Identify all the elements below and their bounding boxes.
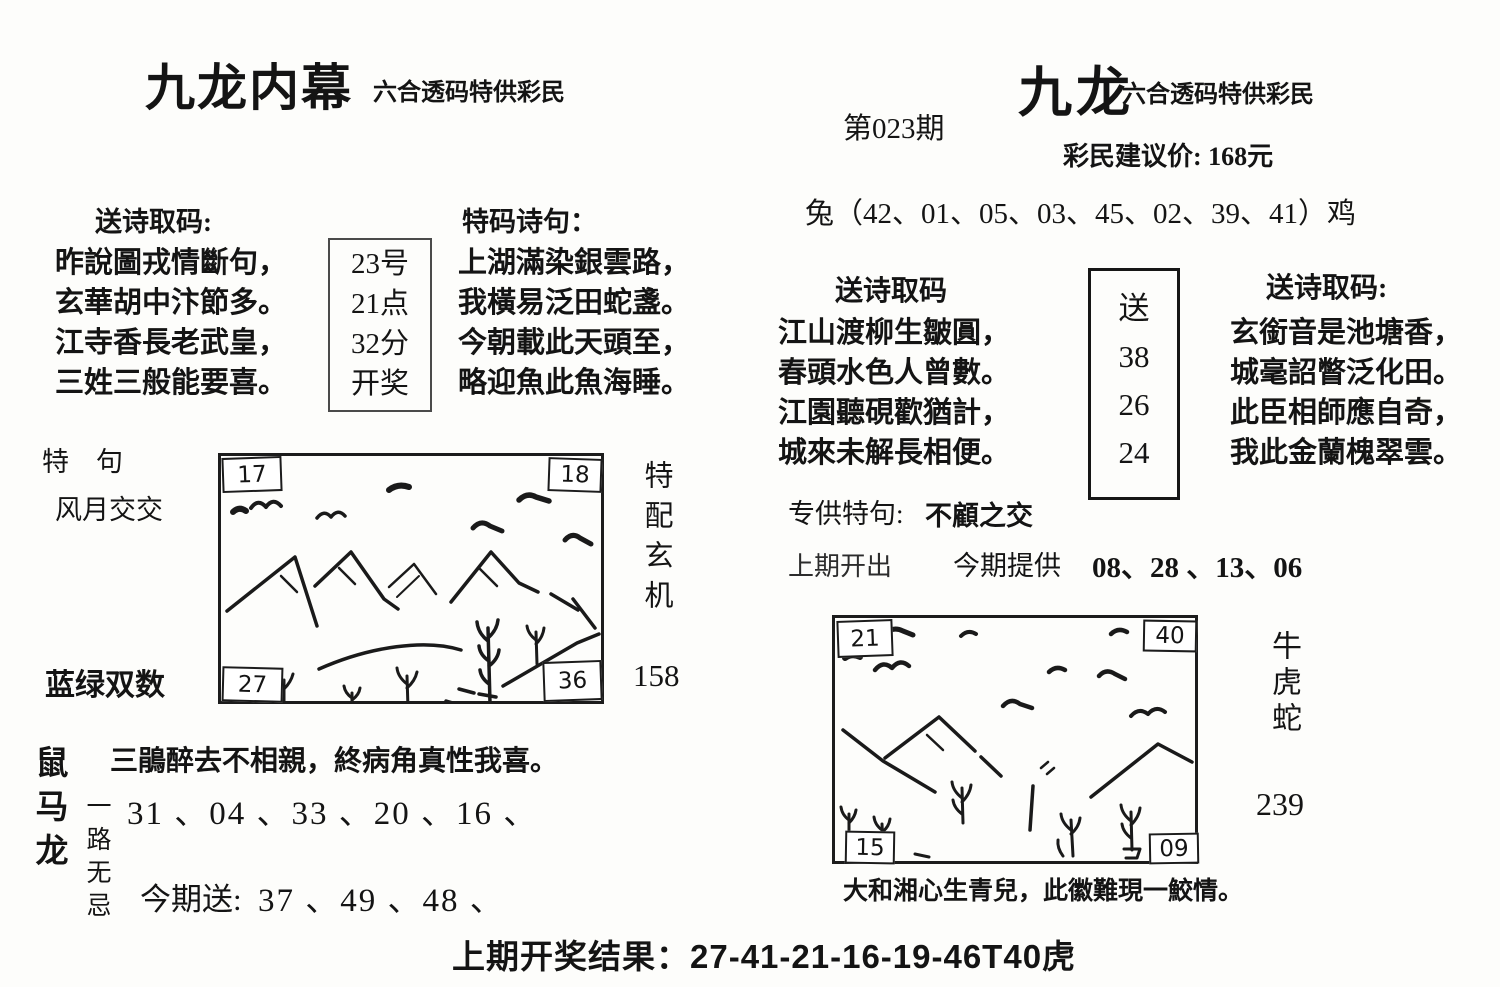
poem3-line: 江山渡柳生皺圓，: [778, 317, 1011, 349]
this-issue-label: 今期提供: [953, 551, 1061, 581]
mountain-picture-2: 21 40 15 09: [832, 615, 1200, 865]
poem1-line: 三姓三般能要喜。: [55, 367, 288, 399]
poem4-line: 我此金蘭槐翠雲。: [1230, 437, 1463, 469]
poem4-header: 送诗取码:: [1266, 273, 1388, 304]
mountain-picture-1: 17 18 27 36: [218, 453, 604, 704]
poem2-line: 略迎魚此魚海睡。: [458, 367, 691, 399]
poem2-header: 特码诗句：: [462, 207, 597, 237]
poem4-line: 城毫詔瞥泛化田。: [1230, 357, 1463, 389]
motto-vertical: 一路无忌: [83, 793, 110, 925]
poem3-line: 春頭水色人曾數。: [778, 357, 1011, 389]
corner-number-tl: 21: [836, 619, 894, 658]
poem4-body: 玄銜音是池塘香， 城毫詔瞥泛化田。 此臣相師應自奇， 我此金蘭槐翠雲。: [1230, 313, 1462, 473]
poem1-body: 昨說圖戎情斷句， 玄華胡中汴節多。 江寺香長老武皇， 三姓三般能要喜。: [55, 243, 287, 403]
picture2-side-vertical: 牛虎蛇: [1267, 630, 1300, 738]
corner-number-tl: 17: [221, 455, 283, 494]
mountain-scene-sketch-1: [225, 482, 601, 701]
previous-result-line: 上期开奖结果：27-41-21-16-19-46T40虎: [452, 938, 1077, 975]
draw-time-line: 32分: [350, 328, 409, 360]
poem2-line: 上湖滿染銀雲路，: [458, 247, 691, 279]
poem3-line: 城來未解長相便。: [778, 437, 1011, 469]
corner-number-tr: 40: [1142, 619, 1198, 653]
draw-time-line: 21点: [350, 288, 409, 320]
song-box-line: 26: [1118, 387, 1150, 422]
prev-open-label: 上期开出: [788, 552, 893, 581]
corner-number-tr: 18: [547, 457, 603, 493]
poem3-header: 送诗取码: [835, 276, 948, 307]
poem1-line: 玄華胡中汴節多。: [55, 287, 288, 319]
draw-time-box: 23号 21点 32分 开奖: [328, 238, 432, 412]
mountain-scene-sketch-2: [839, 626, 1194, 860]
price-label: 彩民建议价: 168元: [1063, 142, 1274, 171]
song-box-line: 38: [1118, 339, 1150, 374]
zodiac-vertical: 鼠马龙: [30, 745, 66, 877]
poem2-body: 上湖滿染銀雲路， 我橫易泛田蛇盞。 今朝載此天頭至， 略迎魚此魚海睡。: [458, 243, 690, 403]
picture1-side-number: 158: [633, 658, 680, 693]
special-phrase-value: 不顧之交: [925, 501, 1033, 531]
song-box-line: 送: [1118, 291, 1150, 326]
corner-number-br: 09: [1148, 832, 1200, 865]
poem1-line: 昨說圖戎情斷句，: [55, 247, 288, 279]
picture2-caption: 大和湘心生青兒，此徽難現一鮫情。: [843, 878, 1244, 905]
corner-number-bl: 27: [221, 666, 284, 703]
poem1-header: 送诗取码:: [95, 207, 212, 237]
poem3-body: 江山渡柳生皺圓， 春頭水色人曾數。 江園聽硯歡猶計， 城來未解長相便。: [778, 313, 1010, 473]
poem3-line: 江園聽硯歡猶計，: [778, 397, 1011, 429]
lan-lv-label: 蓝绿双数: [45, 669, 165, 702]
poem4-line: 玄銜音是池塘香，: [1230, 317, 1463, 349]
numbers-line: 31 、04 、33 、20 、16 、: [127, 796, 539, 832]
song-box-line: 24: [1118, 435, 1150, 470]
right-masthead-title: 九龙: [1018, 63, 1134, 123]
poem2-line: 我橫易泛田蛇盞。: [458, 287, 691, 319]
gift-numbers: 37 、49 、48 、: [258, 883, 505, 919]
poem4-line: 此臣相師應自奇，: [1230, 397, 1463, 429]
bottom-sentence: 三鵑醉去不相親，終病角真性我喜。: [110, 746, 559, 777]
draw-time-line: 开奖: [350, 368, 409, 400]
te-ju-value: 风月交交: [55, 495, 163, 525]
corner-number-bl: 15: [844, 830, 896, 865]
zodiac-line: 兔（42、01、05、03、45、02、39、41）鸡: [805, 198, 1357, 230]
corner-number-br: 36: [542, 659, 603, 703]
poem1-line: 江寺香長老武皇，: [55, 327, 288, 359]
picture1-side-vertical: 特配玄机: [640, 460, 672, 620]
this-issue-numbers: 08、28 、13、06: [1092, 552, 1303, 584]
draw-time-line: 23号: [350, 248, 409, 280]
song-numbers-box: 送 38 26 24: [1088, 268, 1180, 500]
right-masthead-subtitle: 六合透码特供彩民: [1122, 82, 1314, 108]
special-phrase-label: 专供特句:: [788, 499, 904, 529]
left-masthead-title: 九龙内幕: [145, 60, 353, 116]
poem2-line: 今朝載此天頭至，: [458, 327, 691, 359]
left-masthead-subtitle: 六合透码特供彩民: [373, 80, 565, 106]
picture2-side-number: 239: [1256, 786, 1304, 822]
te-ju-label: 特 句: [42, 447, 123, 477]
issue-number: 第023期: [843, 113, 945, 145]
gift-label: 今期送:: [140, 882, 242, 917]
